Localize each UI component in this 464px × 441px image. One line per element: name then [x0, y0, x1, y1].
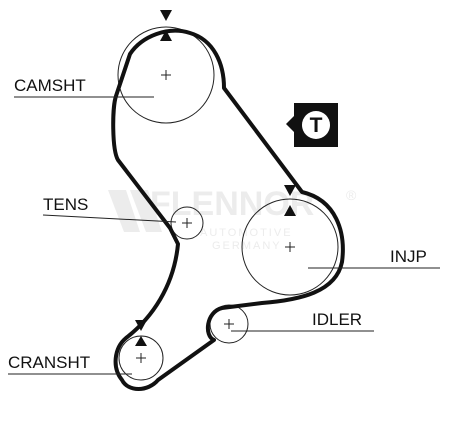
watermark-logo-mark: [108, 190, 140, 232]
watermark-subline-2: GERMANY: [212, 240, 282, 252]
tension-pointer: [286, 115, 295, 133]
idler-label: IDLER: [312, 310, 362, 329]
injection-pump-label: INJP: [390, 247, 427, 266]
injection-pump-pulley: [241, 198, 339, 296]
timing-belt: [111, 28, 345, 391]
crankshaft-label: CRANSHT: [8, 353, 90, 372]
tension-indicator: T: [286, 103, 338, 147]
watermark-subline-1: AUTOMOTIVE: [200, 227, 293, 239]
injection-pump-timing-mark: [284, 185, 296, 216]
tensioner-pulley: [170, 206, 204, 240]
tension-badge-letter: T: [310, 114, 323, 137]
watermark-registered: ®: [346, 187, 357, 203]
tensioner-label: TENS: [43, 195, 88, 214]
tension-badge-ring: [302, 111, 330, 139]
camshaft-pulley: [117, 26, 215, 124]
crankshaft-timing-mark: [135, 320, 147, 346]
tensioner-leader: [42, 214, 177, 223]
camshaft-label: CAMSHT: [14, 76, 86, 95]
watermark-brand: FLENNOR: [150, 185, 314, 223]
watermark-logo-mark-2: [130, 190, 162, 232]
camshaft-timing-mark: [160, 10, 172, 41]
brand-watermark: FLENNOR ® AUTOMOTIVE GERMANY: [108, 185, 357, 252]
